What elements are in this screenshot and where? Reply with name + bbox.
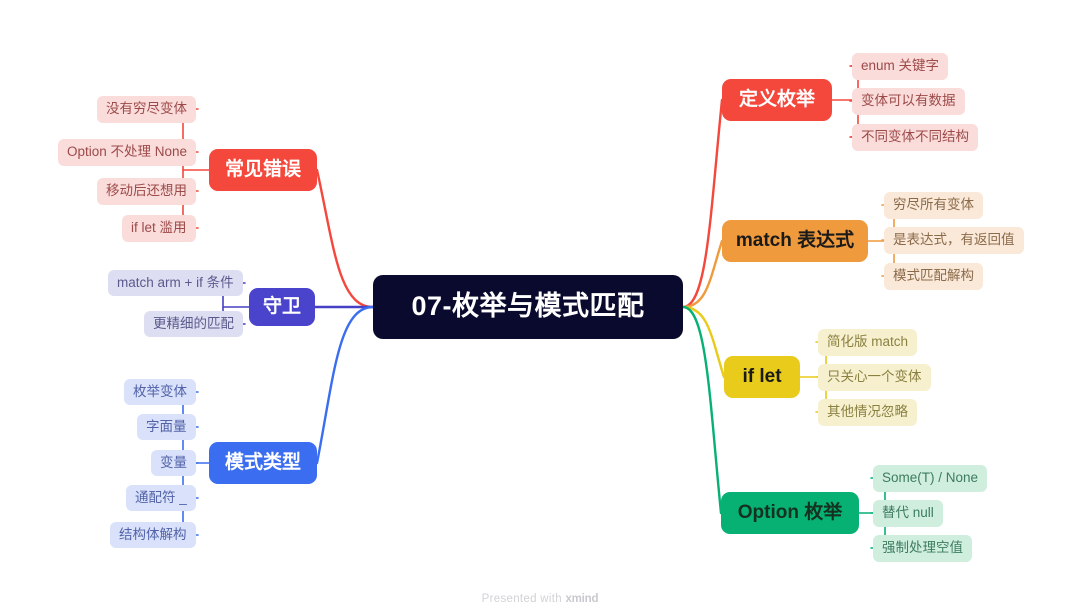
connector-path xyxy=(681,98,724,309)
connector-path xyxy=(681,239,724,309)
leaf-pattern-types-4[interactable]: 结构体解构 xyxy=(110,522,196,548)
leaf-if-let-2-label: 其他情况忽略 xyxy=(827,404,908,420)
leaf-common-errors-2[interactable]: 移动后还想用 xyxy=(97,177,196,205)
leaf-if-let-0[interactable]: 简化版 match xyxy=(818,328,918,356)
leaf-pattern-types-2-label: 变量 xyxy=(160,455,187,471)
leaf-option-enum-1-label: 替代 null xyxy=(882,505,934,521)
leaf-if-let-0-label: 简化版 match xyxy=(827,334,909,350)
footer-prefix: Presented with xyxy=(481,593,566,605)
branch-option-enum[interactable]: Option 枚举 xyxy=(721,492,859,534)
footer-brand: xmind xyxy=(565,593,599,605)
leaf-match-expression-2[interactable]: 模式匹配解构 xyxy=(884,262,983,290)
leaf-guards-1-label: 更精细的匹配 xyxy=(153,316,234,332)
leaf-common-errors-0[interactable]: 没有穷尽变体 xyxy=(97,95,196,123)
leaf-match-expression-1-label: 是表达式，有返回值 xyxy=(893,232,1015,248)
leaf-option-enum-1[interactable]: 替代 null xyxy=(873,499,943,527)
branch-match-expression[interactable]: match 表达式 xyxy=(722,220,868,262)
leaf-if-let-1[interactable]: 只关心一个变体 xyxy=(818,363,931,391)
leaf-define-enum-1[interactable]: 变体可以有数据 xyxy=(852,87,965,115)
leaf-common-errors-3-label: if let 滥用 xyxy=(131,220,187,236)
leaf-option-enum-0-label: Some(T) / None xyxy=(882,470,979,486)
leaf-common-errors-0-label: 没有穷尽变体 xyxy=(106,101,187,117)
leaf-pattern-types-0-label: 枚举变体 xyxy=(133,384,187,400)
connector-path xyxy=(681,305,723,515)
branch-guards-label: 守卫 xyxy=(263,296,302,318)
leaf-pattern-types-2[interactable]: 变量 xyxy=(151,450,196,476)
leaf-common-errors-1[interactable]: Option 不处理 None xyxy=(58,138,197,166)
branch-pattern-types-label: 模式类型 xyxy=(225,452,302,474)
footer-attribution: Presented with xmind xyxy=(0,593,1080,605)
leaf-if-let-1-label: 只关心一个变体 xyxy=(827,369,922,385)
leaf-pattern-types-4-label: 结构体解构 xyxy=(119,527,187,543)
leaf-define-enum-0[interactable]: enum 关键字 xyxy=(852,52,949,80)
connector-path xyxy=(315,305,375,465)
branch-common-errors[interactable]: 常见错误 xyxy=(209,149,317,191)
leaf-define-enum-1-label: 变体可以有数据 xyxy=(861,93,956,109)
leaf-guards-0-label: match arm + if 条件 xyxy=(117,275,234,291)
leaf-pattern-types-3-label: 通配符 _ xyxy=(135,490,187,506)
leaf-define-enum-2[interactable]: 不同变体不同结构 xyxy=(852,123,978,151)
leaf-pattern-types-1[interactable]: 字面量 xyxy=(137,414,196,440)
leaf-option-enum-2[interactable]: 强制处理空值 xyxy=(873,534,972,562)
leaf-pattern-types-1-label: 字面量 xyxy=(146,419,187,435)
leaf-define-enum-0-label: enum 关键字 xyxy=(861,58,940,74)
leaf-guards-1[interactable]: 更精细的匹配 xyxy=(144,311,243,337)
branch-match-expression-label: match 表达式 xyxy=(735,230,855,252)
leaf-option-enum-2-label: 强制处理空值 xyxy=(882,540,963,556)
leaf-pattern-types-0[interactable]: 枚举变体 xyxy=(124,379,196,405)
central-topic[interactable]: 07-枚举与模式匹配 xyxy=(373,275,683,339)
leaf-match-expression-1[interactable]: 是表达式，有返回值 xyxy=(884,226,1024,254)
leaf-match-expression-0[interactable]: 穷尽所有变体 xyxy=(884,191,983,219)
connector-path xyxy=(681,305,726,379)
branch-define-enum-label: 定义枚举 xyxy=(738,89,815,111)
branch-if-let[interactable]: if let xyxy=(724,356,800,398)
leaf-common-errors-1-label: Option 不处理 None xyxy=(67,144,188,160)
leaf-common-errors-3[interactable]: if let 滥用 xyxy=(122,214,196,242)
central-topic-label: 07-枚举与模式匹配 xyxy=(411,291,645,322)
leaf-if-let-2[interactable]: 其他情况忽略 xyxy=(818,398,917,426)
leaf-guards-0[interactable]: match arm + if 条件 xyxy=(108,270,243,296)
leaf-option-enum-0[interactable]: Some(T) / None xyxy=(873,464,988,492)
branch-option-enum-label: Option 枚举 xyxy=(737,502,843,524)
branch-if-let-label: if let xyxy=(742,366,782,388)
leaf-match-expression-0-label: 穷尽所有变体 xyxy=(893,197,974,213)
connector-path xyxy=(182,108,191,229)
leaf-common-errors-2-label: 移动后还想用 xyxy=(106,183,187,199)
branch-pattern-types[interactable]: 模式类型 xyxy=(209,442,317,484)
connector-path xyxy=(315,168,375,309)
branch-common-errors-label: 常见错误 xyxy=(225,159,302,181)
leaf-match-expression-2-label: 模式匹配解构 xyxy=(893,268,974,284)
branch-guards[interactable]: 守卫 xyxy=(249,288,315,326)
branch-define-enum[interactable]: 定义枚举 xyxy=(722,79,832,121)
leaf-pattern-types-3[interactable]: 通配符 _ xyxy=(126,485,196,511)
leaf-define-enum-2-label: 不同变体不同结构 xyxy=(861,129,969,145)
